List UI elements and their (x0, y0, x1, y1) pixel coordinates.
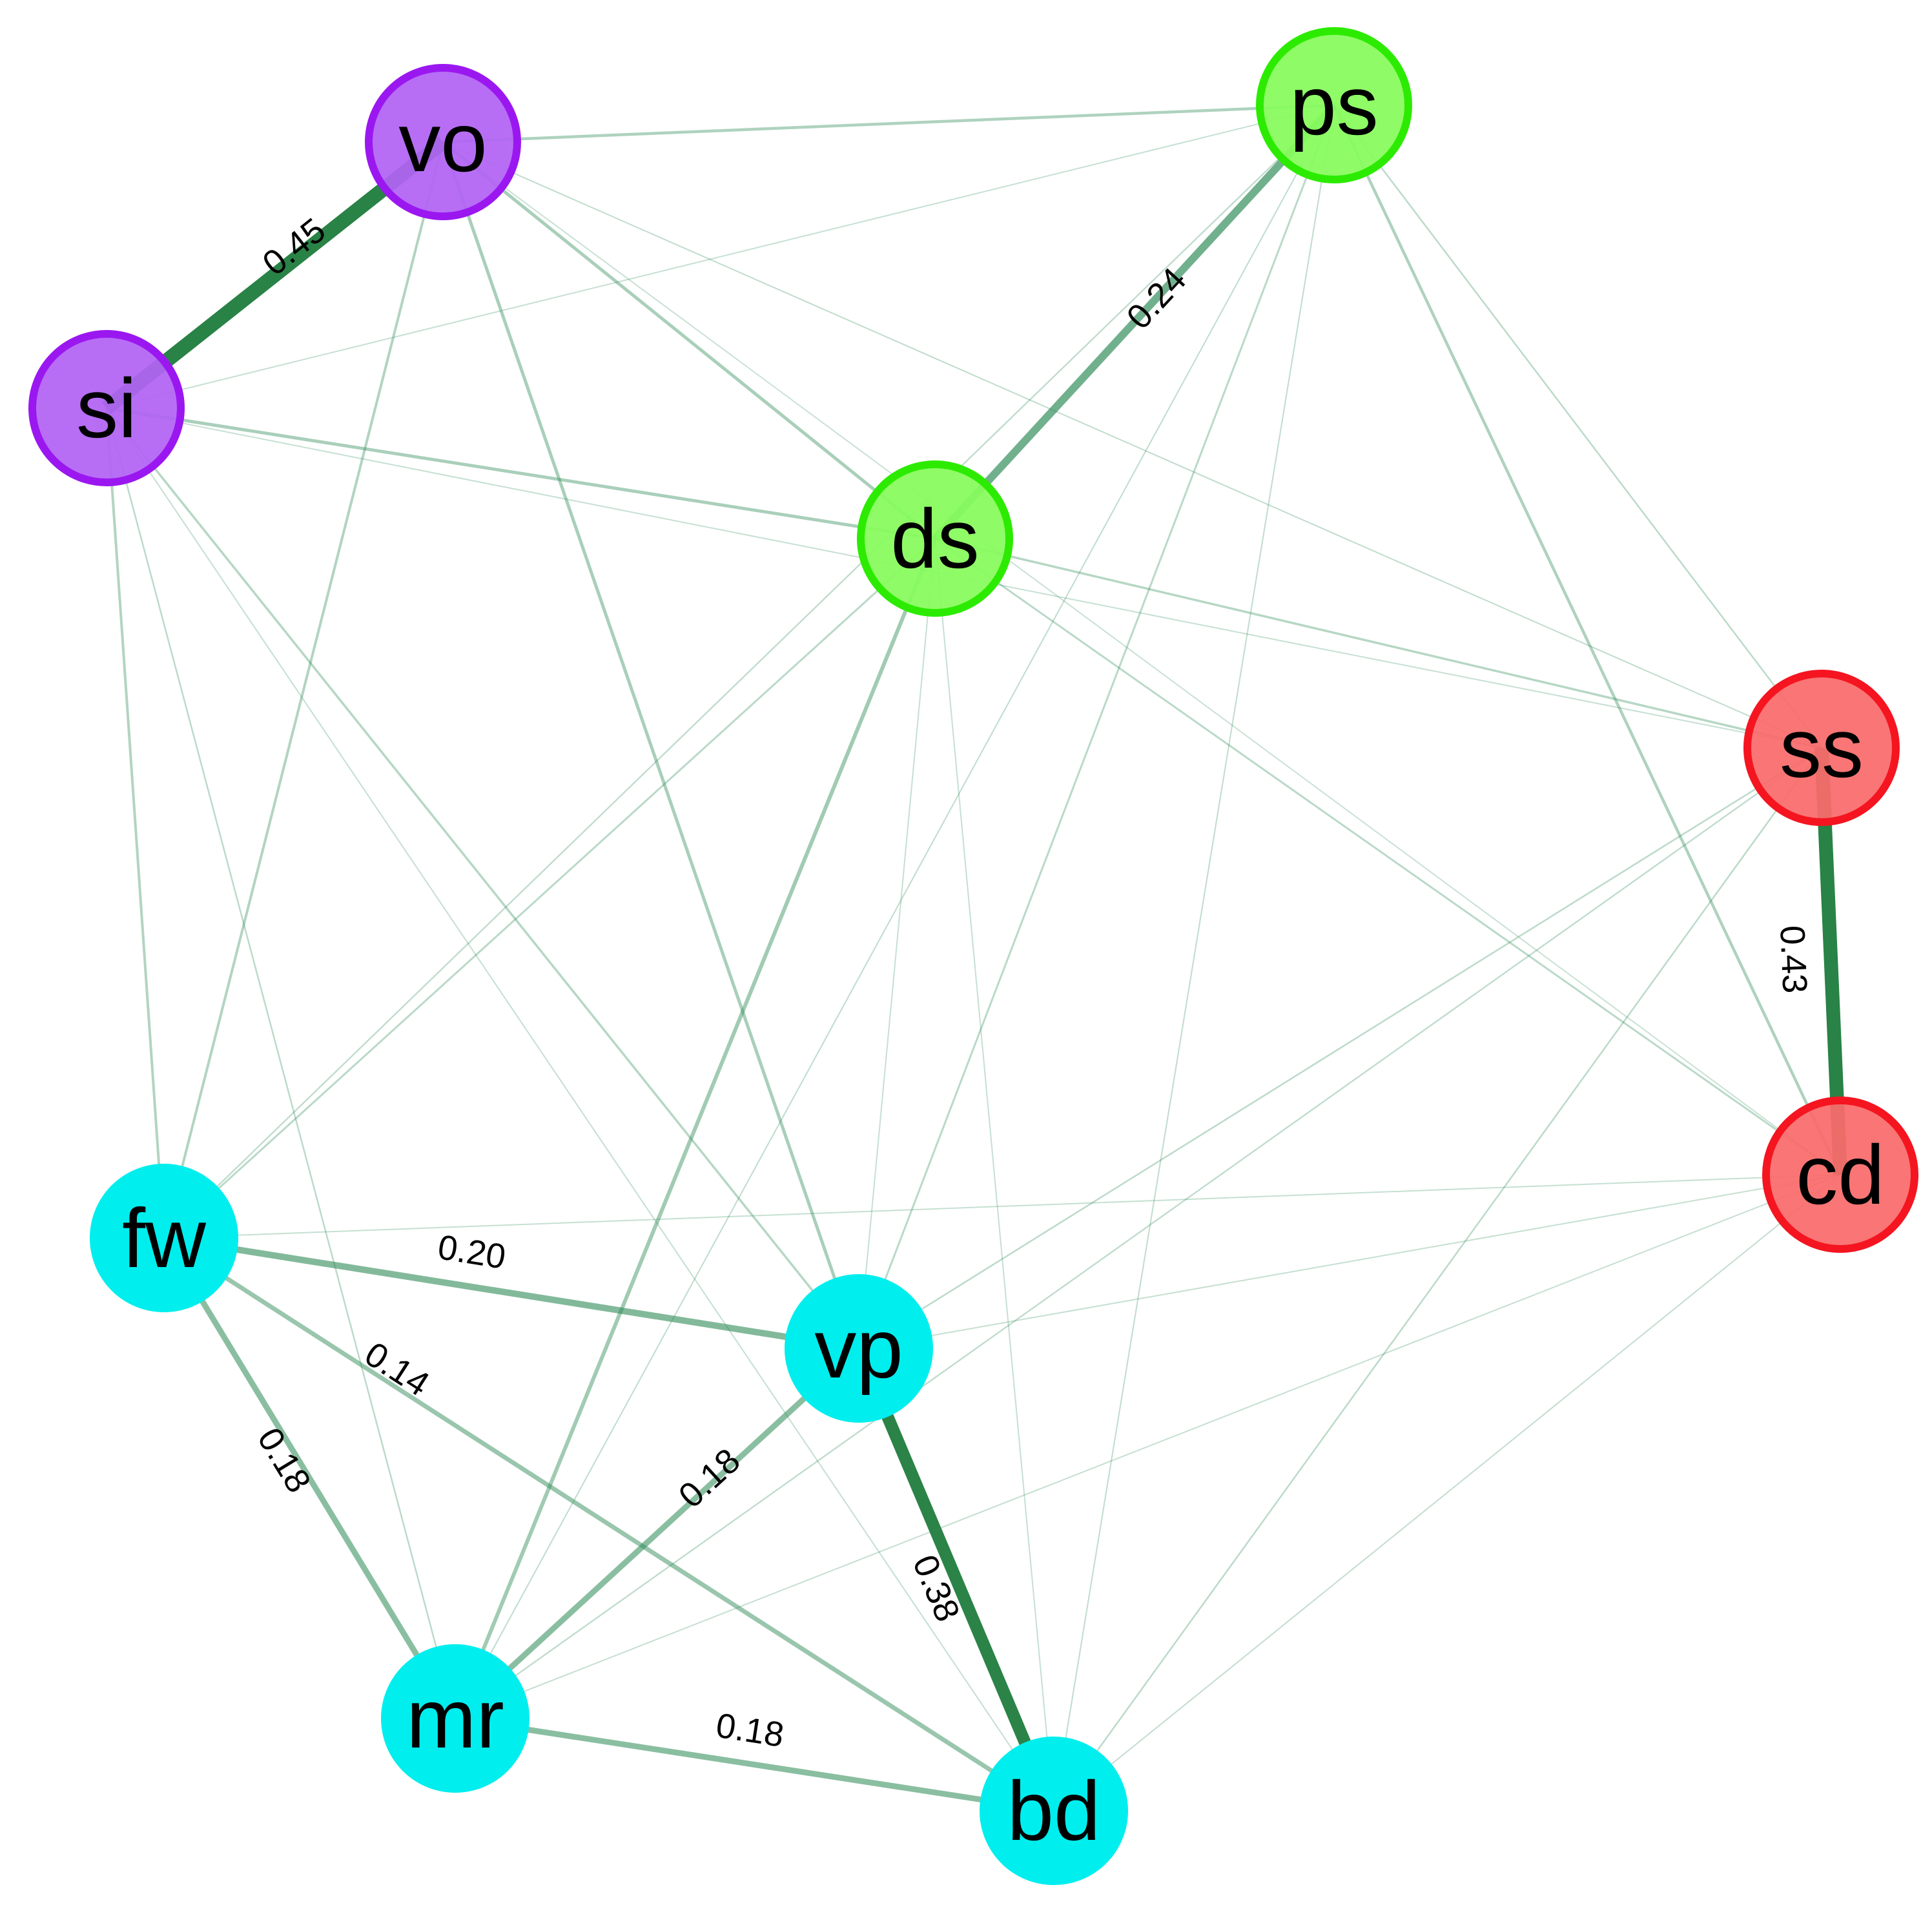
edge-ps-mr (455, 105, 1335, 1719)
node-circle (785, 1274, 933, 1423)
edge-vo-fw (163, 141, 444, 1239)
edge-mr-bd (455, 1715, 1054, 1814)
node-label: vp (814, 1301, 903, 1396)
node-ds: ds (857, 460, 1013, 617)
edge-weight-label: 0.43 (1773, 925, 1814, 995)
edge-weight-label: 0.20 (435, 1228, 508, 1277)
edge-layer (102, 102, 1847, 1814)
edge-ds-bd (934, 538, 1054, 1811)
edge-ss-bd (1053, 747, 1823, 1811)
node-cd: cd (1762, 1097, 1918, 1253)
node-label: fw (122, 1191, 207, 1285)
node-circle (1762, 1097, 1918, 1253)
node-mr: mr (381, 1644, 529, 1793)
edge-cd-mr (455, 1174, 1841, 1719)
node-label: vo (398, 95, 487, 189)
edge-vo-ps (442, 103, 1335, 144)
node-circle (1743, 670, 1900, 826)
edge-si-ds (106, 406, 936, 541)
node-label: bd (1007, 1764, 1101, 1858)
node-circle (90, 1164, 238, 1312)
node-vp: vp (785, 1274, 933, 1423)
edge-ds-vp (858, 538, 936, 1349)
node-circle (857, 460, 1013, 617)
node-ss: ss (1743, 670, 1900, 826)
edge-ds-cd (934, 537, 1841, 1176)
edge-cd-bd (1053, 1174, 1841, 1811)
node-si: si (28, 330, 185, 486)
edge-cd-fw (163, 1174, 1841, 1239)
edge-si-mr (105, 407, 457, 1719)
node-ps: ps (1256, 27, 1412, 183)
edge-si-bd (106, 407, 1054, 1811)
edge-weight-label: 0.18 (672, 1441, 748, 1515)
edge-weight-label: 0.14 (358, 1334, 436, 1403)
edge-ps-fw (163, 105, 1335, 1239)
node-bd: bd (980, 1737, 1128, 1885)
edge-ds-mr (453, 537, 937, 1720)
edge-ps-cd (1332, 105, 1842, 1175)
edge-fw-vp (163, 1235, 859, 1352)
edge-vo-ss (442, 141, 1822, 748)
edge-weight-label: 0.18 (250, 1421, 318, 1500)
edge-ps-vp (858, 105, 1335, 1349)
node-circle (28, 330, 185, 486)
edge-ss-vp (858, 747, 1822, 1350)
edge-weight-label: 0.18 (714, 1706, 786, 1755)
edge-si-ps (106, 105, 1335, 409)
edge-ss-mr (455, 747, 1822, 1719)
node-circle (381, 1644, 529, 1793)
edge-fw-bd (163, 1236, 1055, 1813)
edge-ps-ss (1333, 105, 1822, 748)
edge-vp-mr (453, 1346, 861, 1721)
node-fw: fw (90, 1164, 238, 1312)
edge-ps-bd (1053, 105, 1335, 1811)
edge-ds-ss (934, 537, 1822, 749)
edge-fw-mr (161, 1236, 458, 1720)
edge-si-fw (105, 407, 165, 1239)
node-label: ps (1290, 58, 1378, 152)
node-label: ds (890, 491, 979, 586)
node-circle (980, 1737, 1128, 1885)
node-label: ss (1780, 701, 1864, 795)
node-label: mr (406, 1671, 504, 1766)
edge-vo-cd (442, 141, 1841, 1175)
edge-vo-ds (442, 141, 936, 540)
edge-cd-vp (858, 1174, 1841, 1349)
edge-vp-bd (853, 1346, 1060, 1813)
node-circle (365, 64, 521, 220)
edge-vo-vp (441, 141, 861, 1349)
node-label: si (76, 361, 137, 455)
node-vo: vo (365, 64, 521, 220)
edge-ps-ds (932, 102, 1337, 542)
node-circle (1256, 27, 1412, 183)
node-label: cd (1796, 1128, 1884, 1222)
node-layer: vo si ps ds ss cd fw vp mr bd (28, 27, 1918, 1885)
edge-ds-fw (163, 537, 936, 1239)
edge-si-vp (105, 407, 860, 1350)
